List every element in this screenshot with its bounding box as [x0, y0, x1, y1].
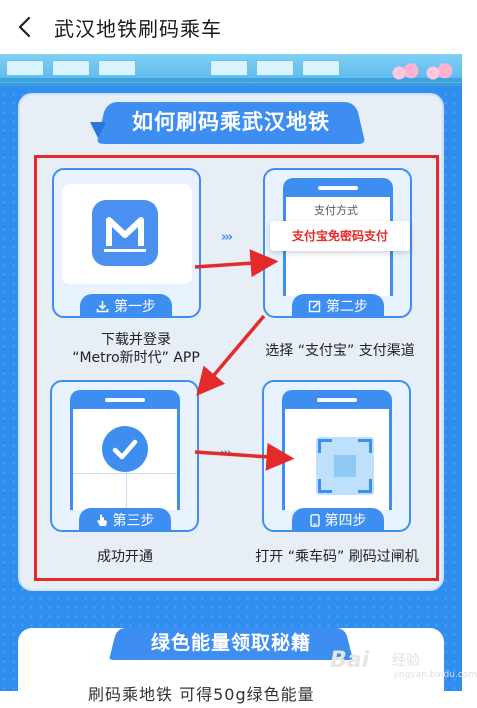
highlight-frame: [34, 155, 439, 581]
flower-decoration: [390, 62, 420, 84]
top-nav-bar: 武汉地铁刷码乘车: [0, 0, 462, 54]
step-1-tab: 第一步: [80, 294, 172, 318]
section2-title-banner: 绿色能量领取秘籍: [108, 626, 354, 662]
success-check-icon: [102, 426, 148, 472]
phone-icon: [309, 513, 320, 527]
step-2-tab: 第二步: [292, 294, 384, 318]
step-4-tab: 第四步: [292, 508, 384, 532]
step-4-label: 第四步: [324, 513, 367, 529]
section-title: 如何刷码乘武汉地铁: [132, 110, 330, 134]
alipay-option: 支付宝免密码支付: [270, 221, 410, 251]
step-2-label: 第二步: [326, 299, 368, 315]
chevron-left-icon: [18, 16, 31, 38]
step-1-label: 第一步: [114, 299, 156, 315]
step-3-label: 第三步: [112, 513, 155, 529]
step-connector-chevrons: ›››: [221, 230, 233, 245]
baidu-watermark: Bai 经验 jingyan.baidu.com: [330, 648, 477, 680]
step-3-caption: 成功开通: [97, 549, 153, 565]
step-3-phone: [70, 390, 180, 511]
page-title: 武汉地铁刷码乘车: [54, 16, 222, 41]
flower-decoration: [424, 62, 454, 84]
section2-title: 绿色能量领取秘籍: [150, 632, 311, 654]
step-1-caption: 下载并登录 “Metro新时代” APP: [72, 332, 200, 366]
download-icon: [96, 300, 109, 312]
section-title-banner: 如何刷码乘武汉地铁: [90, 100, 366, 146]
step-1-card: [52, 168, 201, 318]
step-3-tab: 第三步: [79, 508, 171, 532]
step-connector-chevrons: ›››: [220, 446, 232, 461]
pay-method-label: 支付方式: [314, 204, 358, 217]
energy-info-text: 刷码乘地铁 可得50g绿色能量: [88, 685, 315, 704]
edit-icon: [308, 300, 321, 312]
back-button[interactable]: [0, 0, 48, 54]
train-illustration: [0, 54, 462, 86]
step-2-caption: 选择 “支付宝” 支付渠道: [265, 343, 415, 359]
metro-app-icon: [92, 200, 158, 266]
hand-pointer-icon: [96, 514, 107, 526]
step-4-caption: 打开 “乘车码” 刷码过闸机: [255, 549, 419, 565]
qr-code-icon: [316, 437, 374, 495]
